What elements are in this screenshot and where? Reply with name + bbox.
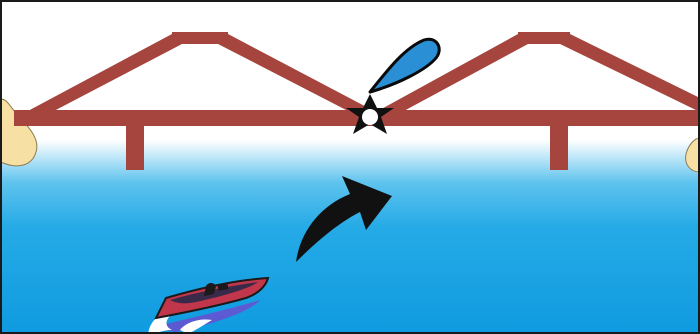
- bridge-top-chord-left: [172, 32, 228, 44]
- bridge-top-chord-right: [518, 32, 570, 44]
- water: [0, 140, 700, 334]
- bridge-pier-left: [126, 124, 144, 170]
- impact-point: [362, 109, 378, 125]
- bridge-pier-right: [550, 124, 568, 170]
